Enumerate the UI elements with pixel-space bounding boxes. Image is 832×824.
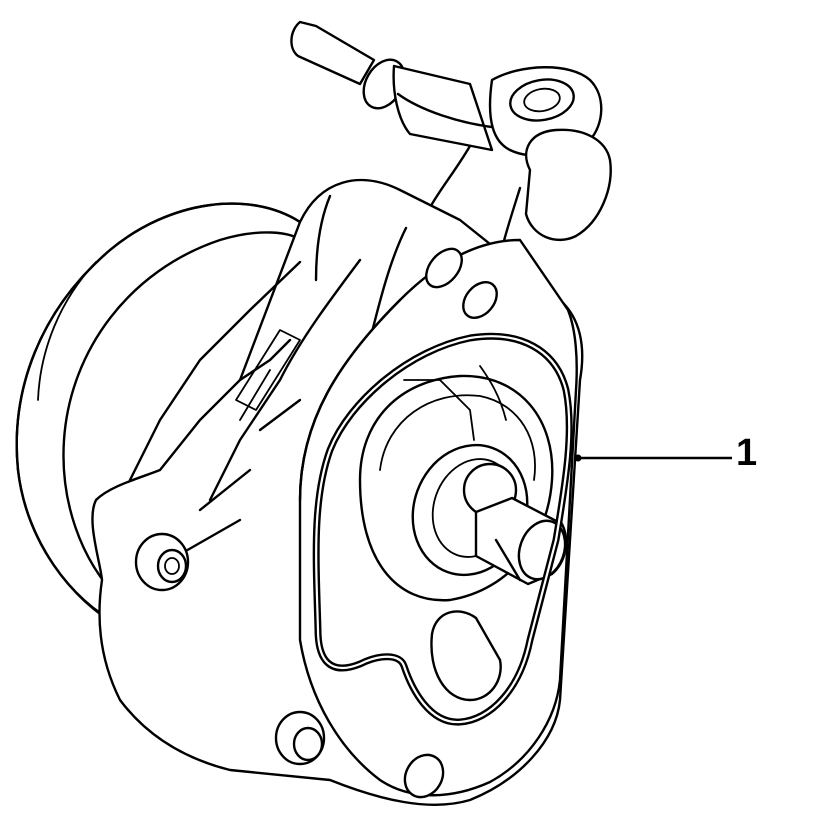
inlet-pipe bbox=[290, 20, 612, 272]
callout-label: 1 bbox=[736, 432, 758, 474]
mounting-holes bbox=[134, 247, 502, 799]
callout-leader bbox=[574, 454, 732, 462]
sealing-ring bbox=[312, 332, 573, 726]
